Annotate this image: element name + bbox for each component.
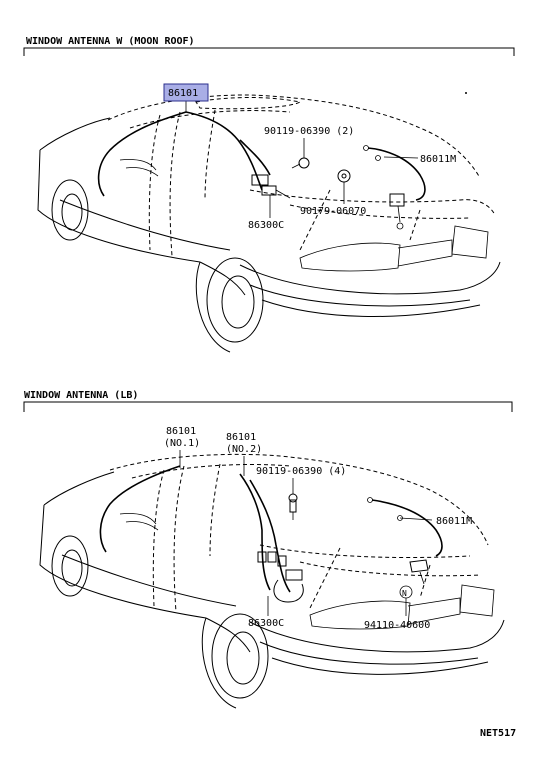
car-illustration-bottom: N bbox=[39, 453, 505, 709]
part-86101-highlight[interactable] bbox=[163, 83, 209, 102]
part-label-90119-bottom[interactable]: 90119-06390 (4) bbox=[256, 466, 346, 477]
part-label-86101-top[interactable]: 86101 bbox=[168, 88, 198, 99]
part-label-90179-top[interactable]: 90179-06070 bbox=[300, 206, 366, 217]
diagram-code: NET517 bbox=[480, 728, 516, 739]
part-label-94110-bottom[interactable]: 94110-40600 bbox=[364, 620, 430, 631]
callouts-top bbox=[185, 101, 419, 218]
callouts-bottom bbox=[179, 450, 433, 616]
part-label-86011m-bottom[interactable]: 86011M bbox=[436, 516, 472, 527]
part-label-86300c-bottom[interactable]: 86300C bbox=[248, 618, 284, 629]
section-lb: WINDOW ANTENNA (LB) bbox=[23, 390, 513, 709]
part-label-86101-no2-suffix: (NO.2) bbox=[226, 444, 262, 455]
car-illustration-top bbox=[37, 92, 501, 353]
part-label-86300c-top[interactable]: 86300C bbox=[248, 220, 284, 231]
section-title-moon-roof: WINDOW ANTENNA W (MOON ROOF) bbox=[26, 36, 195, 47]
part-label-90119-top[interactable]: 90119-06390 (2) bbox=[264, 126, 354, 137]
section-title-lb: WINDOW ANTENNA (LB) bbox=[24, 390, 138, 401]
part-label-86011m-top[interactable]: 86011M bbox=[420, 154, 456, 165]
part-label-86101-no1[interactable]: 86101 bbox=[166, 426, 196, 437]
section-bracket-moon-roof bbox=[23, 47, 515, 56]
section-bracket-lb bbox=[23, 401, 513, 412]
part-label-86101-no2[interactable]: 86101 bbox=[226, 432, 256, 443]
nut-glyph: N bbox=[402, 589, 407, 598]
part-label-86101-no1-suffix: (NO.1) bbox=[164, 438, 200, 449]
section-moon-roof: WINDOW ANTENNA W (MOON ROOF) bbox=[23, 36, 515, 353]
